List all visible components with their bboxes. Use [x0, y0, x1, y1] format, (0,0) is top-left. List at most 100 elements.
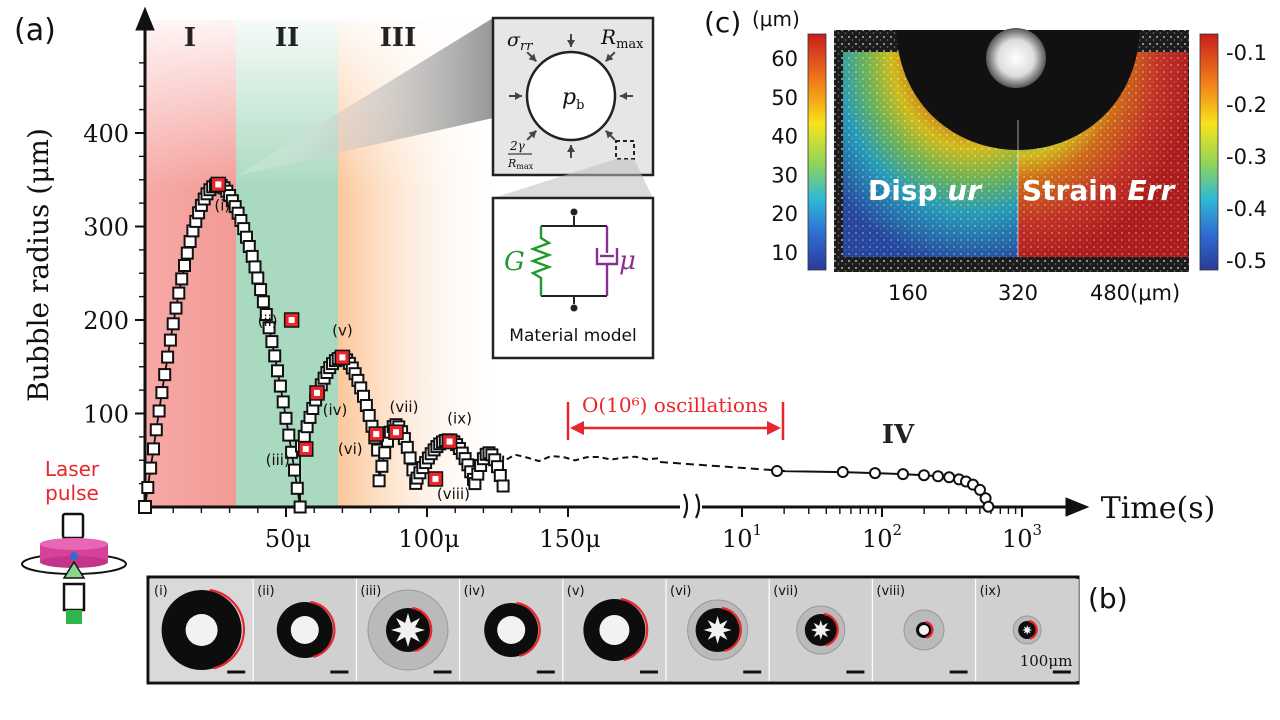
strip-frame-label: (ii): [257, 584, 274, 599]
data-point: [166, 317, 180, 331]
late-point: [943, 471, 956, 484]
highlight-point-core: [288, 317, 295, 323]
bubble-core: [986, 28, 1046, 88]
data-point: [259, 308, 273, 321]
stress-arrowhead: [515, 92, 522, 100]
stress-arrows: [509, 34, 633, 158]
origin-point: [138, 500, 152, 514]
gamma-denominator: Rmax: [507, 157, 534, 171]
x-tick-label: 50μ: [265, 525, 311, 553]
data-point: [362, 409, 376, 422]
data-point: [158, 368, 172, 382]
late-point: [869, 467, 881, 480]
strip-boundary: [310, 600, 336, 658]
panel-b-label: (b): [1088, 582, 1128, 615]
gamma-numerator: 2γ: [509, 139, 526, 153]
strip-core-star: [810, 620, 831, 640]
data-point: [265, 335, 279, 349]
oscillation-tail: [502, 453, 660, 464]
data-point: [400, 440, 414, 454]
y-tick-label: 400: [83, 120, 129, 148]
strip-frame-label: (ix): [980, 584, 1001, 599]
mu-label: μ: [619, 246, 636, 276]
data-point: [183, 235, 197, 248]
data-point: [161, 350, 175, 364]
left-scale-label: 30: [771, 163, 798, 187]
axis-break: [680, 493, 702, 520]
data-point: [256, 295, 270, 309]
late-point: [918, 469, 930, 482]
stress-arrowhead: [605, 130, 614, 139]
laser-line2: pulse: [45, 481, 99, 505]
data-point: [271, 364, 284, 378]
strip-boundary: [209, 588, 245, 670]
left-scale-label: 20: [771, 202, 798, 226]
strip-core-star: [391, 613, 425, 647]
c-xtick-320: 320: [998, 281, 1038, 305]
highlight-point-core: [432, 475, 439, 482]
strip-boundary: [516, 601, 541, 657]
laser-line1: Laser: [45, 457, 100, 481]
data-point: [276, 395, 290, 409]
y-tick-label: 100: [83, 401, 129, 429]
strip-core: [599, 615, 630, 645]
stress-arrowhead: [528, 53, 537, 62]
highlight-point-core: [446, 438, 453, 445]
strip-boundary: [823, 612, 839, 647]
x-tick-label: 150μ: [539, 525, 600, 553]
highlight-point-core: [339, 354, 346, 361]
dashpot: [595, 226, 619, 296]
data-point: [496, 479, 510, 493]
strip-boundary: [925, 620, 934, 639]
g-label: G: [504, 247, 525, 277]
region-IV-label: IV: [882, 420, 915, 450]
data-point: [282, 428, 296, 442]
x-axis-label: Time(s): [1101, 491, 1216, 526]
panel-a-label: (a): [14, 13, 56, 48]
data-point: [288, 463, 301, 477]
image-strip: (i)(ii)(iii)(iv)(v)(vi)(vii)(viii)(ix)10…: [146, 575, 1080, 685]
late-point: [974, 483, 986, 496]
strip-scale-label: 100μm: [1020, 652, 1073, 670]
right-scale-label: -0.2: [1226, 93, 1267, 117]
zoom-cone: [236, 18, 493, 176]
late-point: [836, 466, 849, 479]
inset-material: G μ Material model: [491, 196, 655, 360]
right-scale-label: -0.1: [1226, 41, 1267, 65]
late-point: [932, 470, 944, 483]
dashed-link: [659, 461, 786, 472]
highlight-point-core: [215, 181, 222, 188]
strain-label: Strain Err: [1022, 174, 1176, 207]
strip-core: [497, 616, 526, 644]
c-xtick-160: 160: [888, 281, 928, 305]
strip-frame-label: (iii): [360, 584, 381, 599]
x-log-tick-label: 101: [722, 521, 762, 553]
data-point: [172, 286, 186, 300]
strip-frame-label: (iv): [464, 584, 485, 599]
stress-arrowhead: [567, 40, 575, 47]
data-point: [175, 272, 189, 286]
data-point: [273, 379, 287, 393]
data-point: [268, 349, 282, 363]
strip-core: [919, 625, 929, 635]
rmax-label: Rmax: [600, 25, 644, 52]
data-point: [169, 301, 183, 315]
highlight-label: (v): [332, 321, 353, 339]
data-point: [248, 260, 262, 274]
left-scale-label: 10: [771, 241, 798, 265]
bubble-circle: [525, 50, 617, 142]
highlight-label: (vi): [338, 440, 363, 458]
strip-boundary: [620, 597, 649, 661]
strip-frame-label: (v): [567, 584, 585, 599]
left-scale-unit: (μm): [752, 7, 800, 31]
late-point: [982, 500, 995, 513]
material-caption: Material model: [509, 326, 636, 346]
highlight-label: (viii): [437, 485, 470, 503]
highlight-label: (i): [214, 196, 230, 214]
late-point: [771, 465, 783, 477]
strip-core: [185, 614, 218, 646]
strip-core-star: [703, 616, 732, 644]
strip-boundary: [721, 606, 742, 653]
